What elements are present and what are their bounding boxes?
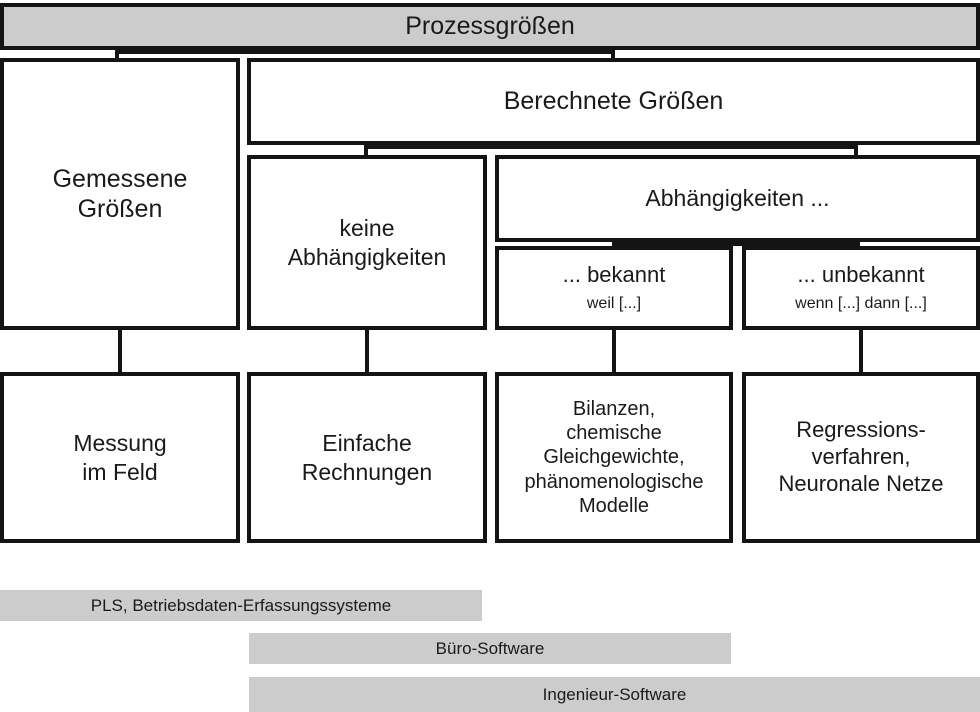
connector-calculated-to-dep: [854, 145, 858, 155]
node-bekannt-title: ... bekannt: [562, 262, 666, 288]
node-bilanzen-modelle-label-line2: chemische: [566, 421, 662, 444]
node-bilanzen-modelle-label-line1: Bilanzen,: [572, 397, 656, 420]
connector-title-to-calculated: [611, 50, 615, 60]
node-messung-im-feld-label-line2: im Feld: [82, 458, 158, 485]
node-bilanzen-modelle: Bilanzen, chemische Gleichgewichte, phän…: [495, 372, 733, 543]
node-einfache-rechnungen-label-line1: Einfache: [322, 430, 412, 457]
connector-unbekannt-to-regression: [859, 330, 863, 372]
node-keine-abhaengigkeiten-label-line1: keine: [339, 215, 395, 242]
node-gemessene-groessen-label-line1: Gemessene: [52, 164, 188, 193]
node-bilanzen-modelle-label-line4: phänomenologische: [524, 470, 704, 493]
node-prozessgroessen: Prozessgrößen: [0, 3, 980, 50]
software-bar-ingenieur-label: Ingenieur-Software: [542, 684, 687, 704]
connector-dep-horizontal: [612, 242, 860, 246]
software-bar-pls-label: PLS, Betriebsdaten-Erfassungssysteme: [90, 595, 392, 615]
software-bar-buero: Büro-Software: [249, 633, 731, 664]
connector-calculated-horizontal: [364, 145, 858, 149]
node-regression-label-line3: Neuronale Netze: [778, 470, 944, 496]
connector-calculated-to-nodep: [364, 145, 368, 155]
node-abhaengigkeiten-label: Abhängigkeiten ...: [645, 185, 830, 212]
node-bilanzen-modelle-label-line3: Gleichgewichte,: [543, 446, 685, 469]
node-bilanzen-modelle-label-line5: Modelle: [578, 495, 650, 518]
node-regression-neuronale-netze: Regressions- verfahren, Neuronale Netze: [742, 372, 980, 543]
node-unbekannt-title: ... unbekannt: [797, 262, 925, 288]
node-messung-im-feld: Messung im Feld: [0, 372, 240, 543]
node-prozessgroessen-label: Prozessgrößen: [405, 12, 575, 41]
software-bar-pls: PLS, Betriebsdaten-Erfassungssysteme: [0, 590, 482, 621]
connector-title-horizontal: [115, 50, 615, 54]
software-bar-buero-label: Büro-Software: [435, 638, 545, 658]
node-einfache-rechnungen-label-line2: Rechnungen: [301, 458, 433, 485]
node-unbekannt-subtitle: wenn [...] dann [...]: [795, 295, 927, 313]
connector-nodep-to-einfache: [365, 330, 369, 372]
node-bekannt: ... bekannt weil [...]: [495, 246, 733, 330]
node-einfache-rechnungen: Einfache Rechnungen: [247, 372, 487, 543]
node-keine-abhaengigkeiten: keine Abhängigkeiten: [247, 155, 487, 330]
node-gemessene-groessen: Gemessene Größen: [0, 58, 240, 330]
connector-bekannt-to-bilanzen: [612, 330, 616, 372]
node-keine-abhaengigkeiten-label-line2: Abhängigkeiten: [287, 243, 447, 270]
node-unbekannt: ... unbekannt wenn [...] dann [...]: [742, 246, 980, 330]
node-regression-label-line2: verfahren,: [811, 444, 911, 470]
connector-title-to-measured: [115, 50, 119, 60]
node-regression-label-line1: Regressions-: [796, 417, 926, 443]
node-berechnete-groessen-label: Berechnete Größen: [503, 87, 724, 116]
node-messung-im-feld-label-line1: Messung: [73, 430, 167, 457]
software-bar-ingenieur: Ingenieur-Software: [249, 677, 980, 712]
connector-measured-to-messung: [118, 330, 122, 372]
node-bekannt-subtitle: weil [...]: [586, 295, 642, 313]
node-berechnete-groessen: Berechnete Größen: [247, 58, 980, 145]
node-gemessene-groessen-label-line2: Größen: [77, 195, 163, 223]
node-abhaengigkeiten: Abhängigkeiten ...: [495, 155, 980, 242]
